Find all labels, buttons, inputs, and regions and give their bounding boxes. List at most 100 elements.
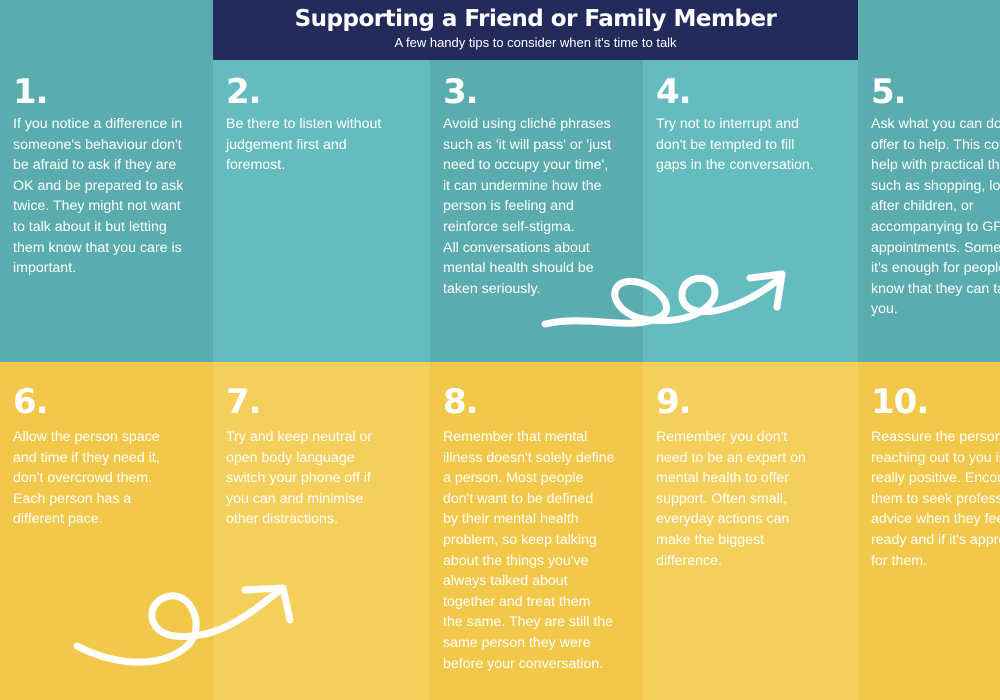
tip-text-line: twice. They might not want — [13, 198, 181, 215]
tip-text-line: switch your phone off if — [226, 470, 371, 487]
tip-text-line: Each person has a — [13, 490, 132, 507]
tip-text-line: illness doesn't solely define — [443, 449, 615, 466]
tip-number: 7. — [226, 382, 262, 422]
tip-text-line: someone's behaviour don't — [13, 136, 182, 153]
tip-text-line: support. Often small, — [656, 490, 787, 507]
tip-text: Reassure the person that reaching out to … — [871, 427, 1000, 571]
tip-text: Allow the person space and time if they n… — [13, 427, 160, 530]
tip-number: 5. — [871, 72, 907, 112]
tip-text-line: difference. — [656, 552, 722, 569]
tip-text: Ask what you can do or offer to help. Thi… — [871, 114, 1000, 320]
tip-number: 2. — [226, 72, 262, 112]
tip-text-line: Try and keep neutral or — [226, 429, 373, 445]
tip-card-2: 2. Be there to listen without judgement fi… — [213, 0, 430, 362]
tip-number: 6. — [13, 382, 49, 422]
tip-text-line: Try not to interrupt and — [656, 116, 799, 132]
tip-text-line: everyday actions can — [656, 511, 790, 528]
tip-text: Remember that mental illness doesn't sole… — [443, 427, 614, 674]
tip-text-line: Remember you don't — [656, 429, 788, 445]
tip-text-line: them to seek professional — [871, 490, 1000, 507]
tip-number: 4. — [656, 72, 692, 112]
tip-text-line: Remember that mental — [443, 429, 588, 445]
tip-text-line: by their mental health — [443, 511, 579, 528]
tip-text-line: person is feeling and — [443, 198, 574, 215]
tip-number: 10. — [871, 382, 929, 422]
tip-text-line: know that they can talk to — [871, 280, 1000, 297]
tip-text-line: you can and minimise — [226, 490, 364, 507]
tip-text-line: problem, so keep talking — [443, 531, 597, 548]
tip-text-line: such as 'it will pass' or 'just — [443, 136, 612, 153]
tip-text-line: open body language — [226, 449, 355, 466]
tip-text-line: advice when they feel — [871, 511, 1000, 528]
tip-text-line: Reassure the person that — [871, 429, 1000, 445]
tip-text-line: really positive. Encourage — [871, 470, 1000, 487]
tip-text: Avoid using cliché phrases such as 'it wi… — [443, 114, 611, 299]
tip-text-line: the same. They are still the — [443, 614, 614, 631]
tip-text-line: don't overcrowd them. — [13, 470, 153, 487]
tip-text-line: other distractions. — [226, 511, 338, 528]
tip-card-10: 10. Reassure the person that reaching out … — [858, 362, 1000, 700]
tip-text: Try and keep neutral or open body languag… — [226, 427, 372, 530]
tip-text-line: reinforce self-stigma. — [443, 218, 575, 235]
tip-text-line: appointments. Sometimes — [871, 239, 1000, 256]
tip-text-line: be afraid to ask if they are — [13, 157, 177, 174]
tip-text: Be there to listen without judgement firs… — [226, 114, 381, 176]
tip-text-line: and time if they need it, — [13, 449, 160, 466]
tip-text-line: don't want to be defined — [443, 490, 594, 507]
tip-text-line: them know that you care is — [13, 239, 182, 256]
page-subtitle: A few handy tips to consider when it's t… — [394, 35, 677, 50]
tip-text-line: gaps in the conversation. — [656, 157, 814, 174]
tip-card-6: 6. Allow the person space and time if they… — [0, 362, 213, 700]
tip-text-line: it's enough for people to — [871, 260, 1000, 277]
tip-text-line: offer to help. This could — [871, 136, 1000, 153]
tip-text-line: Be there to listen without — [226, 116, 382, 132]
tip-text: Remember you don't need to be an expert o… — [656, 427, 806, 571]
tip-text-line: different pace. — [13, 511, 103, 528]
tip-text-line: need to be an expert on — [656, 449, 806, 466]
tip-text-line: need to occupy your time', — [443, 157, 609, 174]
tip-text-line: accompanying to GP — [871, 218, 1000, 235]
tip-text-line: such as shopping, looking — [871, 177, 1000, 194]
tip-text-line: after children, or — [871, 198, 974, 215]
tip-card-8: 8. Remember that mental illness doesn't so… — [430, 362, 643, 700]
tip-text-line: Avoid using cliché phrases — [443, 116, 611, 132]
tip-text-line: reaching out to you is — [871, 449, 1000, 466]
tip-text-line: judgement first and — [226, 136, 347, 153]
tip-text-line: Ask what you can do or — [871, 116, 1000, 132]
tip-card-7: 7. Try and keep neutral or open body langu… — [213, 362, 430, 700]
header-banner: Supporting a Friend or Family Member A f… — [213, 0, 858, 60]
tip-text-line: always talked about — [443, 573, 568, 590]
tip-text-line: about the things you've — [443, 552, 589, 569]
tip-text-line: help with practical things — [871, 157, 1000, 174]
tip-text-line: taken seriously. — [443, 280, 541, 297]
tip-number: 1. — [13, 72, 49, 112]
tip-text: Try not to interrupt and don't be tempted… — [656, 114, 814, 176]
tip-text-line: for them. — [871, 552, 927, 569]
tip-text-line: together and treat them — [443, 593, 591, 610]
tip-text-line: before your conversation. — [443, 655, 604, 672]
tip-text-line: Allow the person space — [13, 429, 160, 445]
tip-text-line: All conversations about — [443, 239, 590, 256]
tip-text-line: it can undermine how the — [443, 177, 602, 194]
tip-text-line: mental health should be — [443, 260, 594, 277]
tip-text-line: mental health to offer — [656, 470, 790, 487]
tip-number: 9. — [656, 382, 692, 422]
tip-card-1: 1. If you notice a difference in someone's… — [0, 0, 213, 362]
tip-text-line: to talk about it but letting — [13, 218, 167, 235]
tip-text-line: OK and be prepared to ask — [13, 177, 184, 194]
tip-number: 8. — [443, 382, 479, 422]
tip-text-line: don't be tempted to fill — [656, 136, 795, 153]
tip-text: If you notice a difference in someone's b… — [13, 114, 183, 279]
tip-text-line: important. — [13, 260, 77, 277]
tip-text-line: same person they were — [443, 634, 591, 651]
tip-text-line: make the biggest — [656, 531, 765, 548]
tip-text-line: foremost. — [226, 157, 286, 174]
tip-card-9: 9. Remember you don't need to be an expert… — [643, 362, 858, 700]
tip-text-line: If you notice a difference in — [13, 116, 183, 132]
tip-text-line: ready and if it's appropriate — [871, 531, 1000, 548]
tip-text-line: you. — [871, 301, 898, 318]
tip-text-line: a person. Most people — [443, 470, 584, 487]
tip-card-5: 5. Ask what you can do or offer to help. T… — [858, 0, 1000, 362]
page-title: Supporting a Friend or Family Member — [294, 6, 777, 32]
tip-number: 3. — [443, 72, 479, 112]
